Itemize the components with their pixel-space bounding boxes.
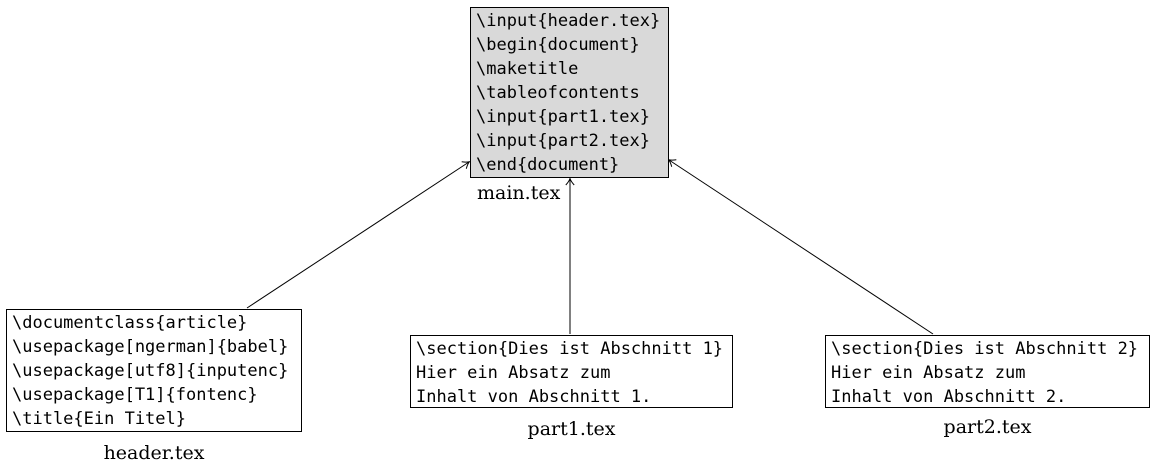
label-main-tex: main.tex bbox=[477, 182, 561, 204]
node-main-tex: \input{header.tex} \begin{document} \mak… bbox=[470, 7, 669, 178]
label-header-tex: header.tex bbox=[103, 442, 205, 464]
part2-tex-code: \section{Dies ist Abschnitt 2} Hier ein … bbox=[831, 339, 1139, 407]
connector-part2-to-main bbox=[667, 158, 934, 335]
node-part2-tex: \section{Dies ist Abschnitt 2} Hier ein … bbox=[825, 335, 1150, 408]
connector-header-to-main bbox=[246, 160, 471, 309]
label-part2-tex: part2.tex bbox=[943, 416, 1032, 438]
label-part1-tex: part1.tex bbox=[527, 418, 616, 440]
part1-tex-code: \section{Dies ist Abschnitt 1} Hier ein … bbox=[416, 339, 724, 407]
node-header-tex: \documentclass{article} \usepackage[nger… bbox=[6, 309, 302, 432]
header-tex-code: \documentclass{article} \usepackage[nger… bbox=[12, 313, 289, 429]
main-tex-code: \input{header.tex} \begin{document} \mak… bbox=[476, 11, 661, 175]
node-part1-tex: \section{Dies ist Abschnitt 1} Hier ein … bbox=[410, 335, 733, 408]
